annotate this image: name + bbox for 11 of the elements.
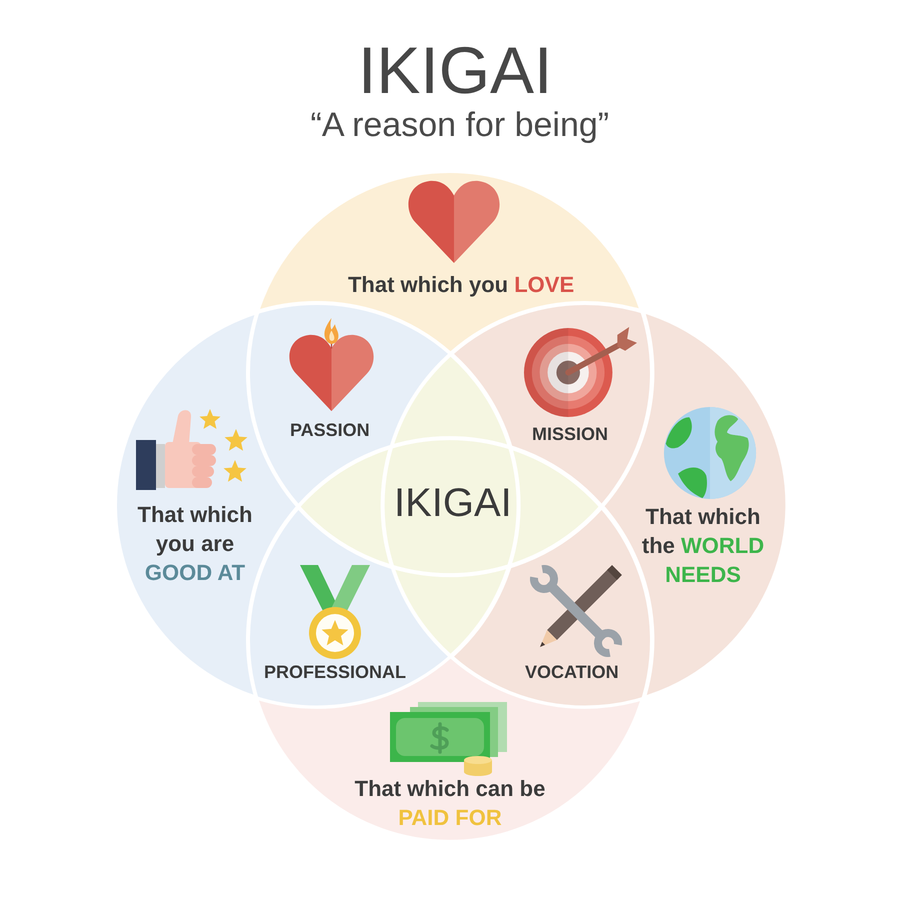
region-label: PASSION	[290, 418, 370, 442]
region-label: PROFESSIONAL	[264, 661, 406, 684]
circle-label: That which can be PAID FOR	[354, 774, 546, 832]
circle-label: That which you LOVE	[348, 270, 574, 299]
title: IKIGAI	[358, 37, 552, 103]
circle-label: That which the WORLD NEEDS	[640, 502, 766, 589]
region-label: MISSION	[532, 422, 608, 446]
center-label: IKIGAI	[394, 482, 512, 523]
subtitle: “A reason for being”	[310, 106, 610, 146]
region-label: VOCATION	[525, 661, 619, 684]
circle-label: That which you are GOOD AT	[136, 500, 254, 587]
